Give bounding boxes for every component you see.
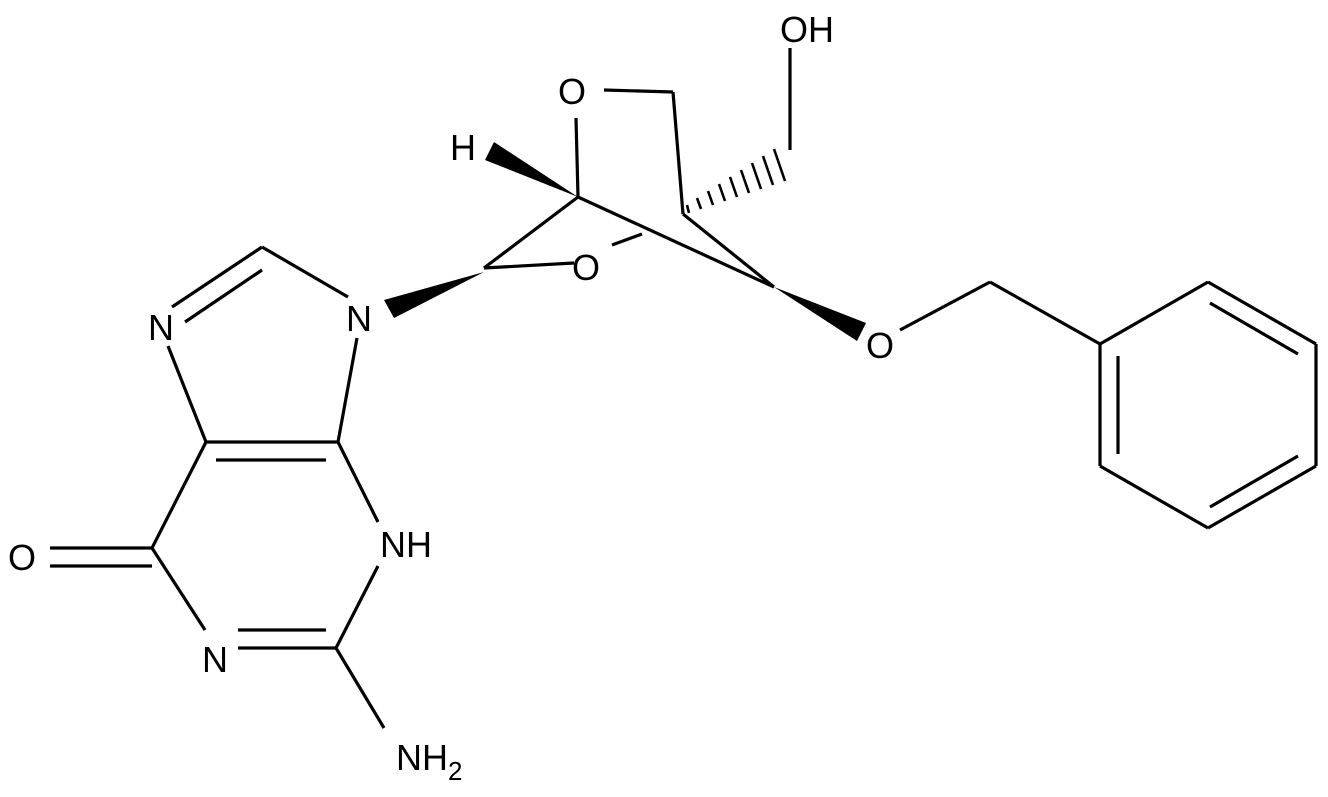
bond-c6-c5 bbox=[150, 441, 208, 549]
bond-n1-c6 bbox=[150, 547, 207, 631]
atom-o-carbonyl: O bbox=[8, 537, 36, 578]
bond-c2prime-c3prime bbox=[577, 195, 775, 289]
bond-obenzyl-ch2 bbox=[899, 280, 991, 332]
phenyl-ring bbox=[1098, 280, 1318, 530]
bond-n7-c8-double bbox=[184, 268, 263, 324]
bond-n9-c4 bbox=[336, 337, 359, 443]
hashed-wedge-c4prime-ch2 bbox=[685, 148, 787, 214]
atom-n9: N bbox=[346, 298, 372, 339]
purine-bonds bbox=[50, 245, 386, 729]
bond-c5-n7 bbox=[166, 345, 208, 443]
bond-c2-nh2 bbox=[334, 647, 386, 729]
atom-o-oxetane: O bbox=[558, 71, 586, 112]
atom-nh: NH bbox=[380, 524, 432, 565]
bond-n3-c2 bbox=[334, 565, 380, 649]
wedge-c2prime-h bbox=[485, 142, 578, 197]
atom-h: H bbox=[450, 127, 476, 168]
atom-oh: OH bbox=[780, 9, 834, 50]
atom-n1: N bbox=[202, 639, 228, 680]
atom-nh2-subscript: 2 bbox=[448, 756, 462, 786]
bond-c1prime-c2prime bbox=[483, 195, 579, 270]
atom-nh2: NH2 bbox=[396, 737, 462, 786]
atom-o-bridge: O bbox=[572, 247, 600, 288]
wedge-n9-c1prime bbox=[384, 272, 484, 318]
sugar-bonds bbox=[483, 48, 1101, 346]
bond-c1prime-obridge bbox=[483, 261, 575, 270]
wedge-c3prime-obenzyl bbox=[774, 287, 866, 341]
bond-c2prime-ooxetane bbox=[574, 117, 580, 198]
bond-c4-n3 bbox=[336, 441, 380, 523]
bond-n7-c8 bbox=[171, 245, 263, 309]
atom-labels: OH O H O N N O NH O N NH2 bbox=[8, 9, 894, 786]
bond-c4prime-c3prime bbox=[681, 212, 776, 289]
atom-o-benzyl: O bbox=[866, 325, 894, 366]
bond-ooxetane-ch2 bbox=[603, 88, 674, 94]
atom-n7: N bbox=[148, 307, 174, 348]
bond-obridge-c4prime bbox=[611, 232, 643, 247]
bond-ch2-c4prime bbox=[671, 91, 685, 215]
bond-c8-n9 bbox=[261, 245, 349, 299]
bond-ch2-ipso bbox=[989, 280, 1101, 346]
atom-nh2-main: NH bbox=[396, 737, 448, 778]
